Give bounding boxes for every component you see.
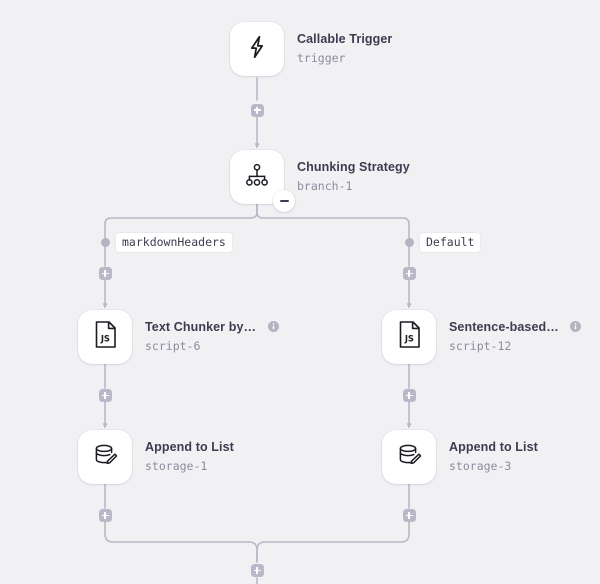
js-file-icon: JS: [92, 320, 119, 354]
svg-text:JS: JS: [99, 333, 109, 343]
edge-left-merge: [104, 521, 258, 563]
node-script-right-card[interactable]: JS: [382, 310, 436, 364]
node-script-right[interactable]: JS Sentence-based… script‑12: [382, 310, 582, 364]
lightning-bolt-icon: [244, 34, 270, 65]
node-storage-right-meta: Append to List storage‑3: [449, 430, 538, 474]
info-icon[interactable]: [267, 321, 279, 333]
node-script-right-subtitle: script‑12: [449, 339, 512, 353]
svg-text:JS: JS: [403, 333, 413, 343]
node-trigger[interactable]: Callable Trigger trigger: [230, 22, 392, 76]
node-trigger-subtitle: trigger: [297, 51, 346, 65]
add-node-button[interactable]: [402, 509, 416, 522]
node-branch-meta: Chunking Strategy branch‑1: [297, 150, 410, 194]
node-branch-subtitle: branch‑1: [297, 179, 353, 193]
collapse-branch-button[interactable]: [273, 190, 295, 212]
add-node-button[interactable]: [250, 103, 264, 117]
branch-tree-icon: [243, 161, 271, 194]
node-storage-left-card[interactable]: [78, 430, 132, 484]
node-script-left-subtitle: script‑6: [145, 339, 201, 353]
node-storage-right-card[interactable]: [382, 430, 436, 484]
node-script-left[interactable]: JS Text Chunker by… script‑6: [78, 310, 279, 364]
node-branch-title: Chunking Strategy: [297, 160, 410, 175]
js-file-icon: JS: [396, 320, 423, 354]
node-storage-left-title: Append to List: [145, 440, 234, 455]
node-script-left-meta: Text Chunker by… script‑6: [145, 310, 279, 354]
branch-port-left[interactable]: [100, 237, 110, 247]
node-script-left-card[interactable]: JS: [78, 310, 132, 364]
node-script-right-title: Sentence-based…: [449, 320, 559, 335]
node-storage-right-subtitle: storage‑3: [449, 459, 512, 473]
add-node-button[interactable]: [402, 389, 416, 402]
node-branch-card[interactable]: [230, 150, 295, 212]
node-storage-left-meta: Append to List storage‑1: [145, 430, 234, 474]
add-node-button[interactable]: [402, 267, 416, 280]
node-trigger-meta: Callable Trigger trigger: [297, 22, 392, 66]
add-node-button[interactable]: [250, 564, 264, 577]
add-node-button[interactable]: [98, 267, 112, 280]
branch-label-left[interactable]: markdownHeaders: [116, 233, 232, 252]
node-storage-left[interactable]: Append to List storage‑1: [78, 430, 234, 484]
branch-label-right[interactable]: Default: [420, 233, 481, 252]
info-icon[interactable]: [570, 321, 582, 333]
database-edit-icon: [90, 440, 120, 475]
node-storage-left-subtitle: storage‑1: [145, 459, 208, 473]
database-edit-icon: [394, 440, 424, 475]
node-branch[interactable]: Chunking Strategy branch‑1: [230, 150, 410, 212]
node-trigger-title: Callable Trigger: [297, 32, 393, 47]
node-storage-right[interactable]: Append to List storage‑3: [382, 430, 538, 484]
edge-branch-split-right: [256, 203, 410, 239]
node-script-right-meta: Sentence-based… script‑12: [449, 310, 582, 354]
edge-right-merge: [256, 521, 410, 563]
node-storage-right-title: Append to List: [449, 440, 538, 455]
node-trigger-card[interactable]: [230, 22, 284, 76]
add-node-button[interactable]: [98, 509, 112, 522]
node-script-left-title: Text Chunker by…: [145, 320, 257, 335]
add-node-button[interactable]: [98, 389, 112, 402]
branch-port-right[interactable]: [404, 237, 414, 247]
minus-icon: [279, 200, 289, 202]
